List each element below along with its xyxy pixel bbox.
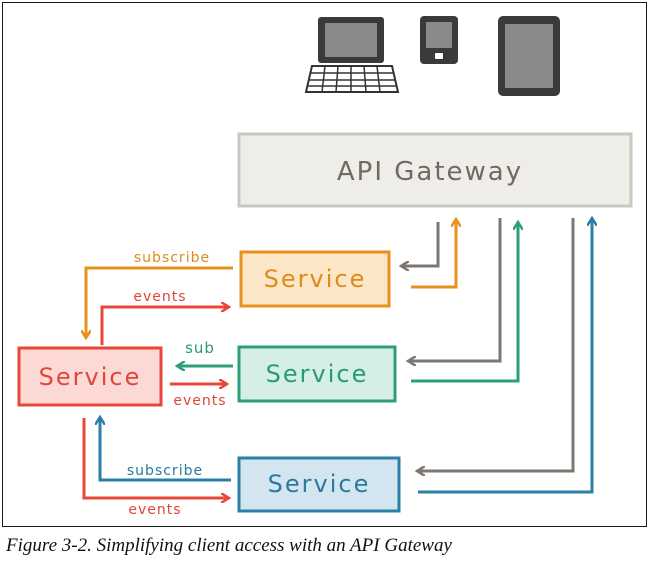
- events-arrow-bottom: [82, 418, 228, 498]
- architecture-diagram: API Gateway Service Service Service Serv…: [17, 16, 633, 518]
- gateway-to-blue-arrow: [418, 218, 575, 471]
- figure-caption: Figure 3-2. Simplifying client access wi…: [6, 535, 452, 556]
- subscribe-arrow-bottom: [100, 418, 231, 482]
- service-label-blue: Service: [268, 470, 371, 498]
- subscribe-label-bottom: subscribe: [127, 463, 203, 479]
- api-gateway-label: API Gateway: [337, 157, 523, 187]
- service-label-orange: Service: [264, 265, 367, 293]
- service-box-red: Service: [17, 346, 163, 407]
- service-box-teal: Service: [237, 345, 397, 403]
- subscribe-arrow-top: [86, 266, 233, 337]
- api-gateway-box: API Gateway: [237, 132, 633, 208]
- service-label-teal: Service: [266, 360, 369, 388]
- blue-to-gateway-arrow: [418, 219, 592, 494]
- sub-label-mid: sub: [185, 339, 215, 357]
- service-box-blue: Service: [237, 456, 401, 513]
- events-label-top: events: [133, 289, 186, 305]
- subscribe-label-top: subscribe: [134, 250, 210, 266]
- orange-to-gateway-arrow: [411, 220, 456, 289]
- desktop-computer-icon: [304, 17, 400, 93]
- gateway-to-orange-arrow: [402, 222, 440, 266]
- events-label-mid: events: [173, 393, 226, 409]
- gateway-to-teal-arrow: [409, 218, 502, 361]
- teal-to-gateway-arrow: [411, 223, 518, 383]
- service-box-orange: Service: [239, 250, 391, 308]
- phone-icon: [420, 16, 458, 64]
- events-arrow-top: [100, 307, 228, 345]
- events-label-bottom: events: [128, 502, 181, 518]
- tablet-icon: [498, 16, 560, 96]
- service-label-red: Service: [39, 363, 142, 391]
